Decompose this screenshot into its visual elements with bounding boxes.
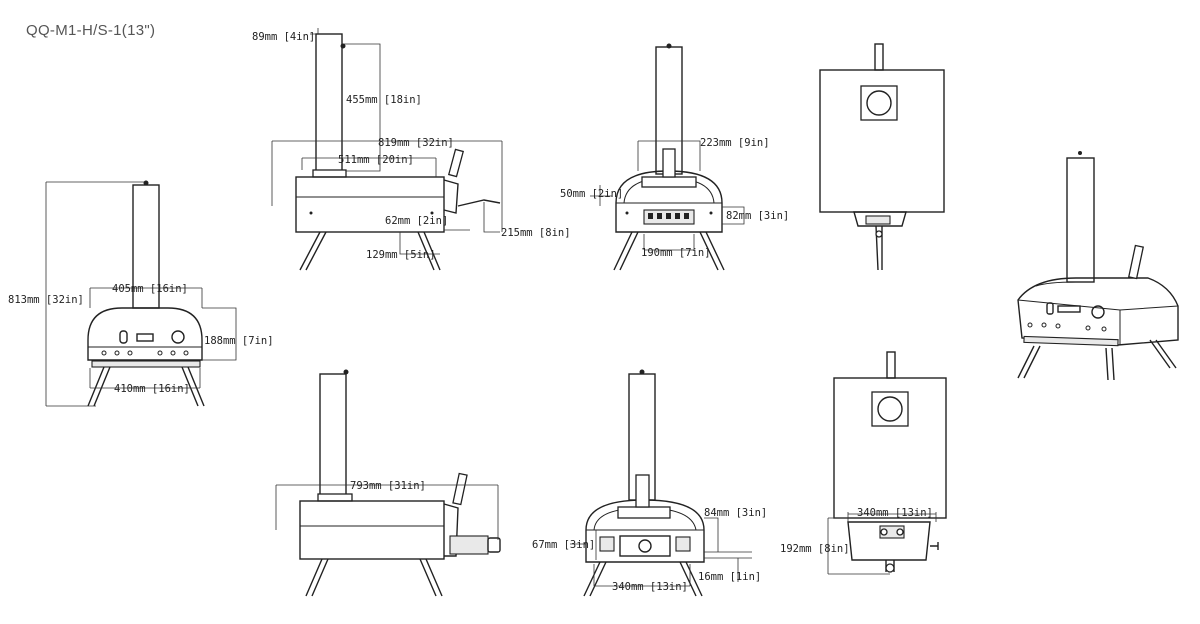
front-body-height-label: 188mm [7in] xyxy=(204,335,274,347)
handle-height-label: 215mm [8in] xyxy=(501,227,571,239)
side2-depth-label: 793mm [31in] xyxy=(350,480,426,492)
side-total-depth-label: 819mm [32in] xyxy=(378,137,454,149)
rear-side-height-label: 67mm [3in] xyxy=(532,539,595,551)
leg-offset-label: 129mm [5in] xyxy=(366,249,436,261)
rear-view xyxy=(570,369,752,597)
rear-box-height-label: 84mm [3in] xyxy=(704,507,767,519)
chimney-height-label: 455mm [18in] xyxy=(346,94,422,106)
drawing-title: QQ-M1-H/S-1(13") xyxy=(26,22,156,39)
side-view-dimensioned xyxy=(271,28,503,271)
front-view-top xyxy=(590,43,745,271)
front-top-width-label: 405mm [16in] xyxy=(112,283,188,295)
isometric-view xyxy=(1017,151,1179,381)
front-leg-width-label: 410mm [16in] xyxy=(114,383,190,395)
panel-height-label: 82mm [3in] xyxy=(726,210,789,222)
front-chimney-span-label: 223mm [9in] xyxy=(700,137,770,149)
panel-width-label: 190mm [7in] xyxy=(641,247,711,259)
top-width-label: 340mm [13in] xyxy=(857,507,933,519)
front-view-dimensioned xyxy=(45,180,237,407)
side-view-lower xyxy=(275,369,501,597)
handle-depth-label: 62mm [2in] xyxy=(385,215,448,227)
rear-pipe-label: 16mm [1in] xyxy=(698,571,761,583)
top-view-lower xyxy=(827,351,947,575)
dome-height-label: 50mm [2in] xyxy=(560,188,623,200)
top-depth-label: 192mm [8in] xyxy=(780,543,850,555)
rear-width-label: 340mm [13in] xyxy=(612,581,688,593)
chimney-width-label: 89mm [4in] xyxy=(252,31,315,43)
top-view-upper xyxy=(819,43,945,271)
total-height-label: 813mm [32in] xyxy=(8,294,84,306)
side-body-depth-label: 511mm [20in] xyxy=(338,154,414,166)
